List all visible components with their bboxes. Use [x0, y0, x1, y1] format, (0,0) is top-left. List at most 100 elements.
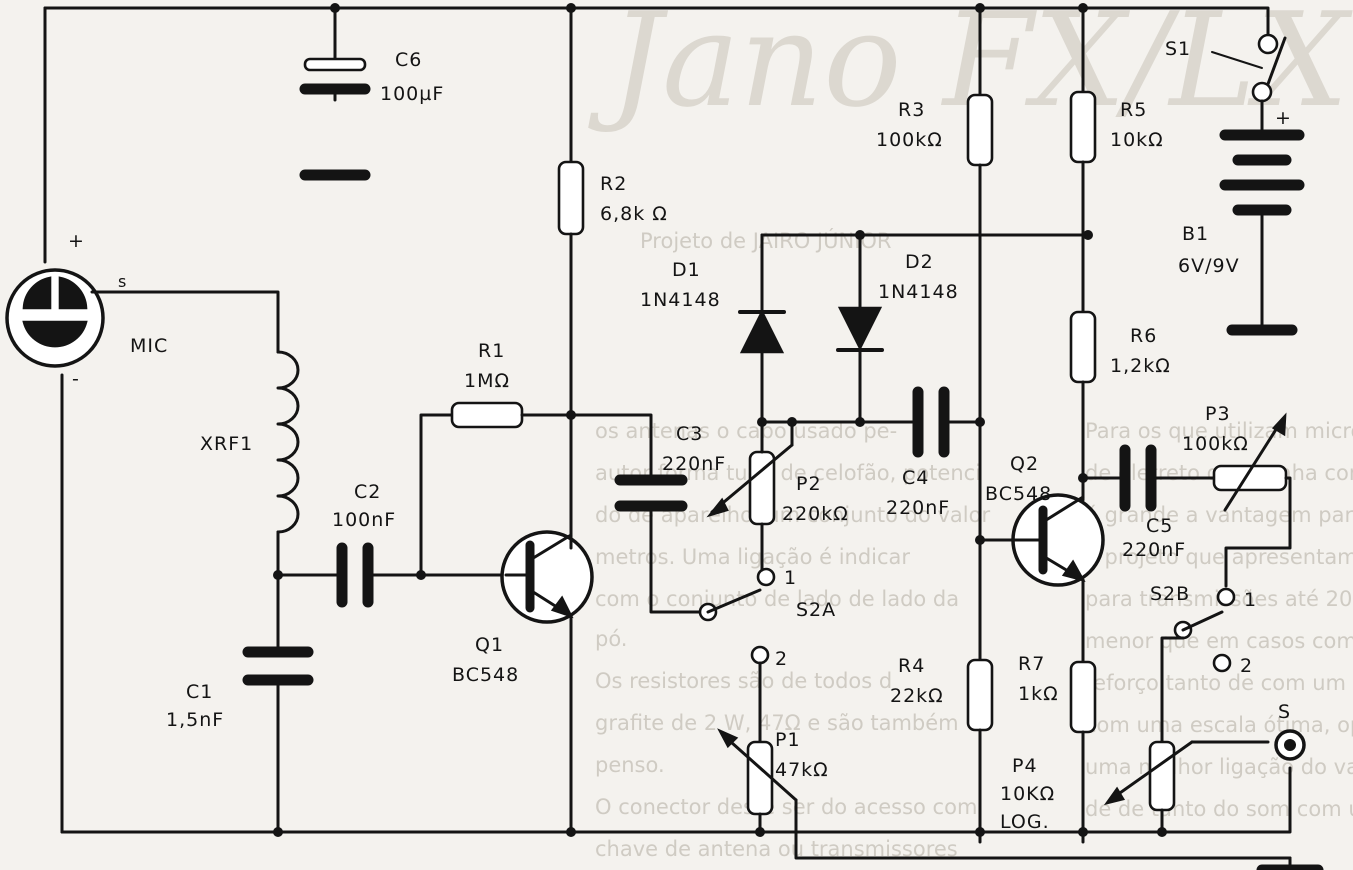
bleed-line: uma melhor ligação do valor, não se [1085, 755, 1353, 779]
p1-ref: P1 [775, 729, 801, 751]
r4-ref: R4 [898, 655, 925, 677]
p2-value: 220kΩ [782, 503, 849, 525]
r5-ref: R5 [1120, 99, 1147, 121]
r3-value: 100kΩ [876, 129, 943, 151]
s2b-ref: S2B [1150, 583, 1190, 605]
transistor-q2: Q2 BC548 [978, 453, 1105, 664]
resistor-r4: R4 22kΩ [890, 538, 994, 844]
r4-value: 22kΩ [890, 685, 944, 707]
r3-ref: R3 [898, 99, 925, 121]
mic-signal-label: s [118, 272, 126, 291]
bleed-line: reforço tanto de com um transmissor [1085, 671, 1353, 695]
c4-value: 220nF [886, 497, 950, 519]
c1-value: 1,5nF [166, 709, 224, 731]
p4-value: 10KΩ [1000, 783, 1055, 805]
capacitor-c2: C2 100nF [276, 481, 508, 608]
c3-value: 220nF [662, 453, 726, 475]
s1-ref: S1 [1165, 38, 1191, 60]
s2b-pos1: 1 [1244, 589, 1257, 611]
bleed-line: Para os que utilizam microfones [1085, 419, 1353, 443]
r5-value: 10kΩ [1110, 129, 1164, 151]
s2a-ref: S2A [796, 599, 836, 621]
bleed-line: com uma escala ótima, optando-se [1085, 713, 1353, 737]
mic-ref: MIC [130, 335, 168, 357]
c5-ref: C5 [1146, 515, 1173, 537]
c4-ref: C4 [902, 467, 929, 489]
p3-ref: P3 [1205, 403, 1231, 425]
b1-value: 6V/9V [1178, 255, 1240, 277]
top-rail-wire [43, 6, 1270, 37]
potentiometer-p2: P2 220kΩ [706, 420, 920, 572]
bleed-through-text: Jano FX/LX 20 Projeto de JAIRO JÚNIOR Pa… [588, 0, 1353, 861]
diode-d1: D1 1N4148 [640, 233, 1090, 424]
bleed-subtitle: Projeto de JAIRO JÚNIOR [640, 228, 892, 253]
r6-value: 1,2kΩ [1110, 355, 1171, 377]
c2-ref: C2 [354, 481, 381, 503]
output-ref: S [1278, 701, 1291, 723]
bleed-left-line: Os resistores são de todos d [595, 669, 892, 693]
c3-ref: C3 [676, 423, 703, 445]
capacitor-c6: C6 100µF [299, 6, 444, 181]
d1-ref: D1 [672, 259, 701, 281]
p1-value: 47kΩ [775, 759, 829, 781]
resistor-r1: R1 1MΩ [419, 340, 653, 577]
capacitor-c4: C4 220nF [886, 386, 982, 519]
b1-ref: B1 [1182, 223, 1209, 245]
c2-value: 100nF [332, 509, 396, 531]
q2-value: BC548 [985, 483, 1052, 505]
xrf1-ref: XRF1 [200, 433, 253, 455]
r2-value: 6,8k Ω [600, 203, 668, 225]
switch-s1: S1 + [1165, 33, 1292, 129]
r6-ref: R6 [1130, 325, 1157, 347]
potentiometer-p1: P1 47kΩ [717, 661, 1292, 860]
p2-ref: P2 [796, 473, 822, 495]
bottom-rail-wire [60, 766, 1292, 834]
bleed-line: de de tanto do som com um [1085, 797, 1353, 821]
c5-value: 220nF [1122, 539, 1186, 561]
resistor-r7: R7 1kΩ [1018, 653, 1097, 844]
mic-minus-sign: - [72, 368, 80, 390]
transistor-q1: Q1 BC548 [452, 530, 594, 834]
r7-value: 1kΩ [1018, 683, 1059, 705]
bleed-left-line: pó. [595, 627, 627, 651]
switch-s2b: S2B 1 2 [1150, 583, 1257, 744]
resistor-r2: R2 6,8k Ω [557, 6, 668, 550]
bleed-left-line: O conector deste ser do acesso com [595, 795, 977, 819]
bleed-left-line: com o conjunto de lado de lado da [595, 587, 959, 611]
p3-value: 100kΩ [1182, 433, 1249, 455]
output-jack: S [1256, 701, 1324, 870]
s2b-pos2: 2 [1240, 655, 1253, 677]
s2a-pos1: 1 [784, 567, 797, 589]
microphone-mic: + - s MIC [5, 230, 280, 390]
r1-value: 1MΩ [464, 370, 510, 392]
bleed-left-line: penso. [595, 753, 665, 777]
resistor-r3: R3 100kΩ [876, 6, 994, 542]
battery-b1: B1 6V/9V [1178, 99, 1305, 336]
q1-ref: Q1 [475, 634, 504, 656]
capacitor-c3: C3 220nF [614, 423, 726, 614]
c6-value: 100µF [380, 83, 444, 105]
c1-ref: C1 [186, 681, 213, 703]
diode-d2: D2 1N4148 [836, 233, 959, 424]
q1-value: BC548 [452, 664, 519, 686]
bleed-left-line: grafite de 2 W, 47Ω e são também [595, 711, 959, 735]
q2-ref: Q2 [1010, 453, 1039, 475]
bleed-line: menor que em casos com o casco de [1085, 629, 1353, 653]
capacitor-c1: C1 1,5nF [166, 646, 314, 834]
resistor-r5: R5 10kΩ [1069, 6, 1164, 314]
mic-plus-sign: + [68, 230, 85, 252]
p4-ref: P4 [1012, 755, 1038, 777]
d2-value: 1N4148 [878, 281, 959, 303]
s2a-pos2: 2 [775, 648, 788, 670]
p4-note: LOG. [1000, 811, 1050, 833]
r2-ref: R2 [600, 173, 627, 195]
d1-value: 1N4148 [640, 289, 721, 311]
inductor-xrf1: XRF1 [200, 350, 300, 654]
d2-ref: D2 [905, 251, 934, 273]
potentiometer-p3: P3 100kΩ [1182, 403, 1292, 588]
r7-ref: R7 [1018, 653, 1045, 675]
battery-plus-sign: + [1275, 107, 1292, 129]
c6-ref: C6 [395, 49, 422, 71]
switch-s2a: 1 S2A 2 [698, 567, 836, 670]
